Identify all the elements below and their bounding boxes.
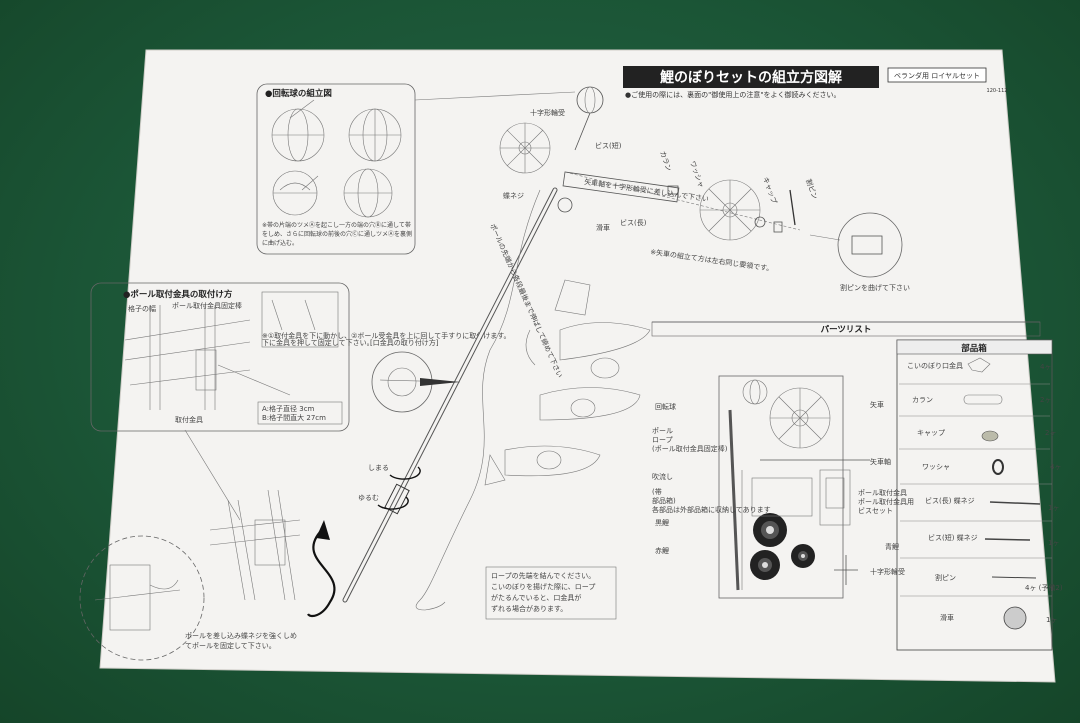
mount-hint-2: 下に金具を押して固定して下さい。	[262, 338, 374, 347]
mount-bracket-label: ポール取付金具固定棒	[172, 301, 242, 310]
short-screw-icon	[984, 538, 1031, 541]
bottom-note-2: てポールを固定して下さい。	[185, 641, 276, 650]
mouth-fitting-icon	[967, 357, 991, 373]
sheet-title: 鯉のぼりセットの組立方図解	[660, 69, 842, 86]
tighten-label: しまる	[368, 464, 389, 472]
pl-left-pole: ポール	[652, 427, 673, 435]
badge-box	[887, 67, 987, 83]
label-screw-long: ビス(長)	[620, 218, 647, 227]
rope-note-2: こいのぼりを揚げた際に、ロープ	[491, 582, 595, 591]
pl-right-mount-2: ポール取付金具用	[858, 497, 914, 506]
pb-row-6-qty: 1ヶ	[1048, 539, 1059, 547]
bolt-detail-illustration: ポールを差し込み蝶ネジを強くしめ てポールを固定して下さい。	[79, 429, 336, 661]
washer-icon	[992, 459, 1004, 475]
mount-lattice-label: 格子の幅	[128, 304, 156, 313]
pulley-icon	[1003, 606, 1027, 630]
pl-left-black-carp: 黒鯉	[655, 518, 669, 527]
pb-row-3-name: キャップ	[917, 429, 945, 437]
sphere-note: ※帯の片端のツメⒶを起こし一方の端の穴Ⓑに通して帯をしめ、さらに回転球の前後の穴…	[262, 222, 412, 247]
pl-left-sphere: 回転球	[655, 402, 676, 411]
sheet-code: 120-112	[987, 88, 1008, 94]
pl-box-note: 各部品は外部品箱に収納してあります	[652, 505, 771, 514]
split-pin-icon	[991, 576, 1037, 579]
pb-row-6-name: ビス(短) 蝶ネジ	[928, 533, 978, 542]
loosen-label: ゆるむ	[358, 494, 379, 502]
pb-row-3-qty: 2ヶ	[1045, 429, 1056, 437]
pb-row-7-qty: 4ヶ (予備2)	[1025, 583, 1063, 592]
tighten-arrow-icon	[389, 466, 421, 480]
parts-list-section: パーツリスト	[651, 321, 1041, 599]
pl-left-red-carp: 赤鯉	[655, 546, 669, 555]
rope-note-3: がたるんでいると、口金具が	[491, 593, 581, 602]
label-screw-short: ビス(短)	[595, 141, 622, 150]
pb-row-7-name: 割ピン	[935, 573, 956, 582]
rope-note-1: ロープの先端を結んでください。	[491, 571, 595, 580]
sheet-badge: ベランダ用 ロイヤルセット	[894, 71, 980, 80]
rope-note-4: ずれる場合があります。	[491, 604, 567, 613]
pl-left-bracket: (ポール取付金具固定棒)	[652, 444, 728, 453]
label-cross-receiver: 十字形輪受	[530, 108, 565, 117]
parts-box-heading: 部品箱	[961, 343, 987, 354]
mount-parts-label: 取付金具	[175, 415, 203, 424]
sphere-assembly-section: ●回転球の組立図 ※帯の片端のツメⒶを起こし一方の端の穴Ⓑに通して帯をしめ、さら…	[256, 83, 576, 255]
paper-sheet	[100, 50, 1055, 682]
long-screw-icon	[989, 501, 1041, 505]
pb-row-5-name: ビス(長) 蝶ネジ	[925, 496, 975, 505]
title-bar	[623, 66, 879, 88]
pl-left-rope: ロープ	[652, 436, 673, 444]
pl-left-sock: 吹流し	[652, 472, 673, 481]
bottom-note-1: ポールを差し込み蝶ネジを強くしめ	[185, 631, 297, 640]
mouth-ring-label: [口金具の取り付け方]	[370, 338, 439, 347]
label-pulley: 滑車	[596, 223, 610, 232]
pin-note: 割ピンを曲げて下さい	[840, 283, 910, 292]
mount-heading: ●ポール取付金具の取付け方	[123, 289, 233, 300]
parts-box-table: 部品箱	[896, 339, 1053, 651]
pb-row-2-name: カラン	[912, 396, 933, 404]
pl-right-arrow-wheel: 矢車	[870, 400, 884, 409]
pl-left-band: (帯	[652, 487, 662, 496]
curved-arrow-icon	[307, 531, 336, 618]
pb-row-5-qty: 1ヶ	[1048, 504, 1059, 512]
mount-spec-a: A:格子直径 3cm	[262, 404, 315, 413]
pl-right-shaft: 矢車軸	[870, 457, 891, 466]
sheet-notice: ●ご使用の際には、裏面の"御使用上の注意"をよく御読みください。	[625, 90, 841, 99]
mount-hint-1: ※①取付金具を下に動かし、②ボール受金具を上に回して手すりに取付けます。	[262, 331, 511, 340]
sphere-heading: ●回転球の組立図	[265, 88, 332, 99]
pole-mount-section: ●ポール取付金具の取付け方 格子の幅 ポール取付金具固定棒 取付金具 ※①取付金…	[90, 282, 511, 432]
pb-row-4-qty: 4ヶ	[1050, 463, 1061, 471]
pb-row-1-qty: 4ヶ	[1040, 363, 1051, 371]
pb-row-8-name: 滑車	[940, 613, 954, 622]
collar-icon	[963, 394, 1003, 405]
mount-spec-b: B:格子間直大 27cm	[262, 413, 326, 422]
parts-list-heading: パーツリスト	[821, 324, 872, 335]
cap-icon	[981, 430, 999, 442]
pl-right-cross: 十字形輪受	[870, 567, 905, 576]
pb-row-8-qty: 1ヶ	[1046, 616, 1057, 624]
main-assembly-drawing	[342, 86, 903, 603]
pb-row-2-qty: 2ヶ	[1040, 396, 1051, 404]
pl-left-box: 部品箱)	[652, 496, 676, 505]
pl-right-blue-carp: 青鯉	[885, 542, 899, 551]
pl-right-screwset: ビスセット	[858, 506, 893, 515]
pb-row-1-name: こいのぼり口金具	[907, 361, 963, 370]
pb-row-4-name: ワッシャ	[922, 463, 950, 471]
pl-right-mount: ポール取付金具	[858, 488, 907, 497]
loosen-arrow-icon	[377, 496, 409, 510]
label-wing-nut: 蝶ネジ	[503, 191, 524, 200]
